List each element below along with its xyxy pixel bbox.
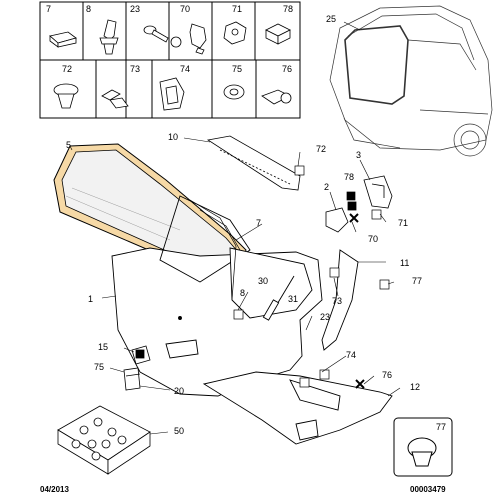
gas-strut-part-30: [262, 275, 295, 321]
legend-label-8: 8: [86, 4, 91, 14]
inset-detail-77: [393, 417, 453, 477]
part-70-clip-icon: [189, 23, 207, 55]
label-squares: [233, 165, 390, 388]
legend-label-73: 73: [130, 64, 140, 74]
legend-label-70: 70: [180, 4, 190, 14]
callout-23: 23: [320, 312, 330, 322]
part-76-screw-icon: [261, 89, 292, 105]
callout-72: 72: [316, 144, 326, 154]
legend-label-74: 74: [180, 64, 190, 74]
hinge-part-2: [325, 201, 359, 233]
callout-76: 76: [382, 370, 392, 380]
leader-lines: [69, 21, 401, 435]
part-73-rivet-icon: [101, 89, 129, 109]
legend-label-23: 23: [130, 4, 140, 14]
vehicle-rear-view: [329, 5, 493, 157]
callout-11: 11: [400, 258, 409, 268]
callout-labels: 5 10 72 3 2 78 7 70 71 11 77 30 8 31 73 …: [66, 14, 446, 436]
part-23-screw-icon: [143, 25, 182, 48]
fastener-kit-part-50: [57, 405, 151, 475]
legend-label-72: 72: [62, 64, 72, 74]
callout-5: 5: [66, 140, 71, 150]
callout-73: 73: [332, 296, 342, 306]
callout-7: 7: [256, 218, 261, 228]
legend-label-7: 7: [46, 4, 51, 14]
side-trim-part-11: [321, 249, 359, 351]
callout-8: 8: [240, 288, 245, 298]
callout-10: 10: [168, 132, 178, 142]
callout-50: 50: [174, 426, 184, 436]
callout-31: 31: [288, 294, 298, 304]
part-78-pad-icon: [265, 23, 291, 45]
legend-label-78: 78: [283, 4, 293, 14]
part-7-clip-icon: [49, 31, 77, 48]
legend-label-75: 75: [232, 64, 242, 74]
spoiler-part: [206, 135, 301, 191]
bracket-part-3: [363, 175, 393, 209]
lower-trim-part-12: [202, 371, 393, 445]
emblem-part-15: [131, 345, 151, 365]
cross-marker-76: [355, 379, 365, 389]
callout-75: 75: [94, 362, 104, 372]
legend-label-76: 76: [282, 64, 292, 74]
callout-3: 3: [356, 150, 361, 160]
callout-1: 1: [88, 294, 93, 304]
callout-71: 71: [398, 218, 408, 228]
part-75-washer-icon: [223, 84, 245, 100]
footer-ref: 00003479: [410, 485, 446, 494]
tailgate-frame-lines: [189, 199, 241, 301]
callout-77-a: 77: [412, 276, 422, 286]
fastener-legend: [39, 1, 301, 119]
callout-30: 30: [258, 276, 268, 286]
tailgate-panel: [111, 195, 323, 397]
callout-78: 78: [344, 172, 354, 182]
callout-2: 2: [324, 182, 329, 192]
legend-label-71: 71: [232, 4, 242, 14]
callout-25: 25: [326, 14, 336, 24]
handle-part-20: [123, 367, 141, 391]
callout-12: 12: [410, 382, 420, 392]
callout-15: 15: [98, 342, 108, 352]
part-74-bracket-icon: [159, 77, 185, 111]
part-71-nut-icon: [223, 21, 247, 45]
callout-70: 70: [368, 234, 378, 244]
footer-date: 04/2013: [40, 485, 69, 494]
callout-74: 74: [346, 350, 356, 360]
callout-20: 20: [174, 386, 184, 396]
part-8-clip-icon: [99, 19, 119, 55]
part-72-rivet-icon: [53, 83, 79, 109]
callout-77-b: 77: [436, 422, 446, 432]
